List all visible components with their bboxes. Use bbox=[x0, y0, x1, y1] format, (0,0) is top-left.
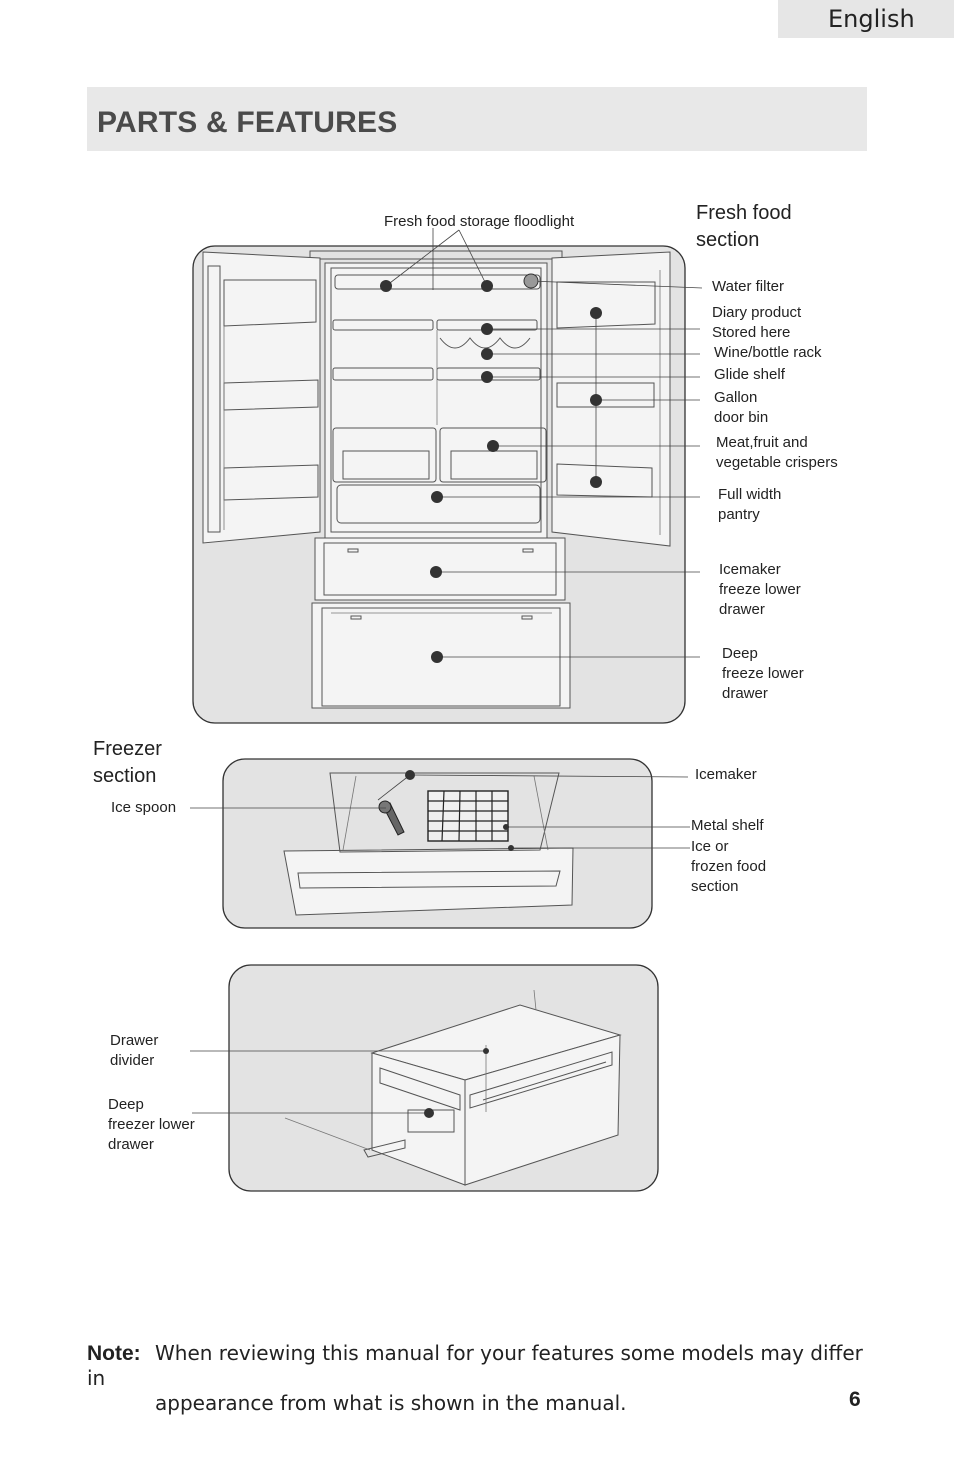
fresh-food-section-title: Fresh food section bbox=[696, 202, 792, 251]
deep-freezer-drawer-label: Deep freezer lower drawer bbox=[108, 1096, 195, 1153]
ice-spoon-label: Ice spoon bbox=[111, 799, 177, 816]
icemaker-label: Icemaker bbox=[695, 766, 757, 783]
deep-drawer-illustration bbox=[190, 964, 659, 1192]
deep-freeze-drawer-label: Deep freeze lower drawer bbox=[722, 645, 804, 702]
page-title-bar: PARTS & FEATURES bbox=[87, 87, 867, 151]
pantry-label: Full width pantry bbox=[718, 486, 782, 523]
freezer-section-title: Freezer section bbox=[93, 738, 162, 787]
note-line-2: appearance from what is shown in the man… bbox=[155, 1391, 627, 1415]
page-number: 6 bbox=[849, 1388, 861, 1411]
dairy-product-label: Diary product Stored here bbox=[712, 304, 802, 341]
language-tab: English bbox=[778, 0, 954, 38]
water-filter-label: Water filter bbox=[712, 278, 784, 295]
ice-section-label: Ice or frozen food section bbox=[691, 838, 767, 895]
note-paragraph: Note:When reviewing this manual for your… bbox=[87, 1341, 877, 1416]
page-title: PARTS & FEATURES bbox=[97, 106, 398, 139]
note-line-1: When reviewing this manual for your feat… bbox=[87, 1341, 863, 1390]
glide-shelf-label: Glide shelf bbox=[714, 366, 785, 383]
freezer-drawer-illustration bbox=[190, 758, 690, 929]
crispers-label: Meat,fruit and vegetable crispers bbox=[716, 434, 838, 471]
refrigerator-illustration bbox=[192, 228, 703, 724]
gallon-door-bin-label: Gallon door bin bbox=[714, 389, 769, 426]
icemaker-drawer-label: Icemaker freeze lower drawer bbox=[719, 561, 801, 618]
wine-rack-label: Wine/bottle rack bbox=[714, 344, 822, 361]
note-label: Note: bbox=[87, 1342, 141, 1365]
metal-shelf-label: Metal shelf bbox=[691, 817, 764, 834]
drawer-divider-label: Drawer divider bbox=[110, 1032, 159, 1069]
floodlight-label: Fresh food storage floodlight bbox=[384, 213, 575, 230]
language-label: English bbox=[828, 5, 915, 33]
